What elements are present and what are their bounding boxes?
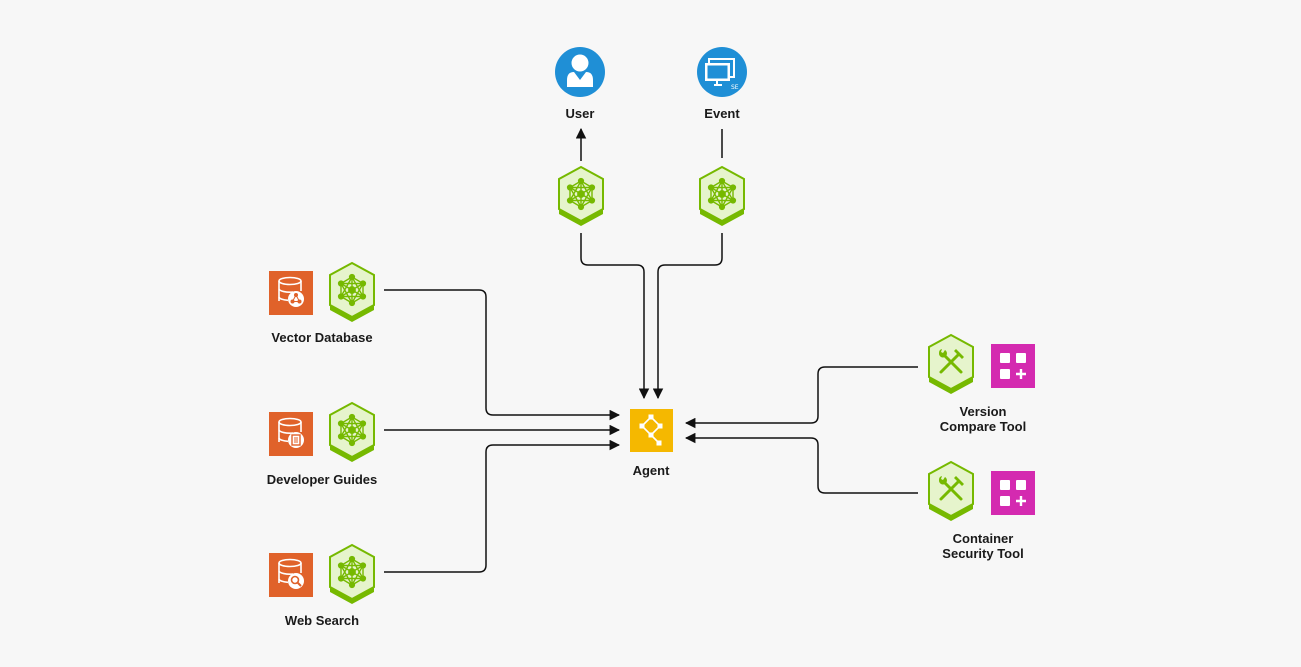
version-compare-tool-nim-icon [927,333,975,396]
agent-label: Agent [632,463,670,478]
container-security-tool-nim-icon [927,460,975,523]
agent-graph-icon [630,409,673,452]
version-compare-tool-node [927,333,1037,396]
version-compare-tool-label-line1: Version [959,404,1007,419]
connector-web-search-to-agent [384,439,621,573]
tool-icon [989,342,1037,390]
user-label: User [565,106,595,121]
event-nim-icon [699,166,745,227]
connector-event-nim-to-agent [652,233,723,400]
connector-vector-database-to-agent [384,289,621,421]
web-search-node [268,544,375,605]
database-search-icon [268,552,314,598]
tool-icon [989,469,1037,517]
agent-node [630,409,673,452]
user-node [555,47,605,97]
developer-guides-nim-icon [329,402,375,463]
container-security-tool-node [927,460,1037,523]
vector-database-node [268,262,375,323]
event-node: SE [697,47,747,97]
web-search-nim-icon [329,544,375,605]
vector-database-nim-icon [329,262,375,323]
database-document-icon [268,411,314,457]
connector-user-nim-to-agent [580,233,650,400]
developer-guides-node [268,402,375,463]
svg-text:SE: SE [731,84,739,91]
user-icon [555,47,605,97]
connectors [384,127,918,573]
developer-guides-label: Developer Guides [266,472,378,487]
vector-database-label: Vector Database [271,330,373,345]
version-compare-tool-label-line2: Compare Tool [939,419,1027,434]
container-security-tool-label-line2: Security Tool [942,546,1024,561]
version-compare-tool-label: Version Compare Tool [883,404,1083,434]
connector-container-security-tool-to-agent [684,432,918,494]
user-nim-icon [558,166,604,227]
web-search-label: Web Search [284,613,360,628]
connector-version-compare-tool-to-agent [684,366,918,429]
container-security-tool-label: Container Security Tool [883,531,1083,561]
database-network-icon [268,270,314,316]
container-security-tool-label-line1: Container [952,531,1014,546]
event-label: Event [704,106,740,121]
monitor-icon: SE [697,47,747,97]
